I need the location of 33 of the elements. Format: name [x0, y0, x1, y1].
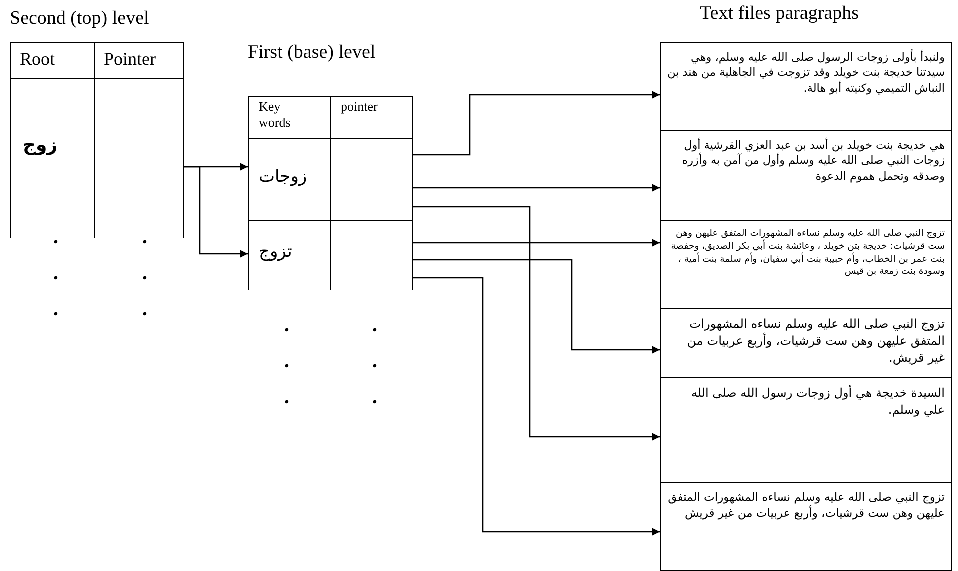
- arrow: [412, 239, 660, 247]
- paragraph: السيدة خديجة هي أول زوجات رسول الله صلى الله علي وسلم.: [690, 385, 945, 418]
- arrow: [183, 166, 248, 258]
- paragraph-box: [660, 130, 952, 221]
- paragraph: ولنبدأ بأولى زوجات الرسول صلى الله عليه وسلم، وهي سيدتنا خديجة بنت خويلد وقد تزوجت في الجاهلية من هند بن النباش التميمي وكنيته أبو هالة.: [667, 50, 945, 96]
- header-cell: [94, 42, 184, 79]
- arrow: [412, 206, 660, 441]
- column-heading: Key words: [259, 99, 292, 130]
- column-heading: pointer: [341, 99, 379, 115]
- arrow: [412, 259, 660, 354]
- paragraph: تزوج النبي صلى الله عليه وسلم نساءه المشهورات المتفق عليهن وهن ست قرشيات، وأربع عربيات من غير قريش.: [686, 316, 945, 366]
- header-cell: [330, 96, 413, 139]
- paragraph-box: [660, 377, 952, 483]
- arrow: [412, 91, 660, 156]
- key-word: تزوج: [259, 242, 292, 262]
- header-cell: [248, 96, 331, 139]
- paragraph: تزوج النبي صلى الله عليه وسلم نساءه المشهورات المتفق عليهن وهن ست قرشيات: خديجة بتن خويلد ، وعائشة بنت أبي بكر الصديق، وحفصة بنت عمر بن الخطاب، وأم حبيبة بنت أبي سفيان، وأم سلمة بنت أمية ، وسودة بنت زمعة بن قيس: [670, 228, 945, 280]
- root-word: زوج: [23, 135, 58, 156]
- heading: Second (top) level: [10, 8, 150, 30]
- arrow: [412, 277, 660, 536]
- paragraph-box: [660, 220, 952, 309]
- paragraph-box: [660, 42, 952, 131]
- paragraph-box: [660, 308, 952, 378]
- arrow: [412, 184, 660, 192]
- header-cell: [10, 42, 95, 79]
- key-word: زوجات: [259, 166, 308, 186]
- paragraph: تزوج النبي صلى الله عليه وسلم نساءه المشهورات المتفق عليهن وهن ست قرشيات، وأربع عربيات من غير قريش: [667, 490, 945, 522]
- heading: First (base) level: [248, 42, 376, 64]
- paragraph-box: [660, 482, 952, 571]
- paragraph: هي خديجة بنت خويلد بن أسد بن عبد العزي القرشية أول زوجات النبي صلى الله عليه وسلم وأول من آمن به وأزره وصدقه وتحمل هموم الدعوة: [681, 138, 945, 184]
- column-heading: Pointer: [104, 49, 156, 70]
- heading: Text files paragraphs: [700, 3, 860, 25]
- column-heading: Root: [20, 49, 56, 70]
